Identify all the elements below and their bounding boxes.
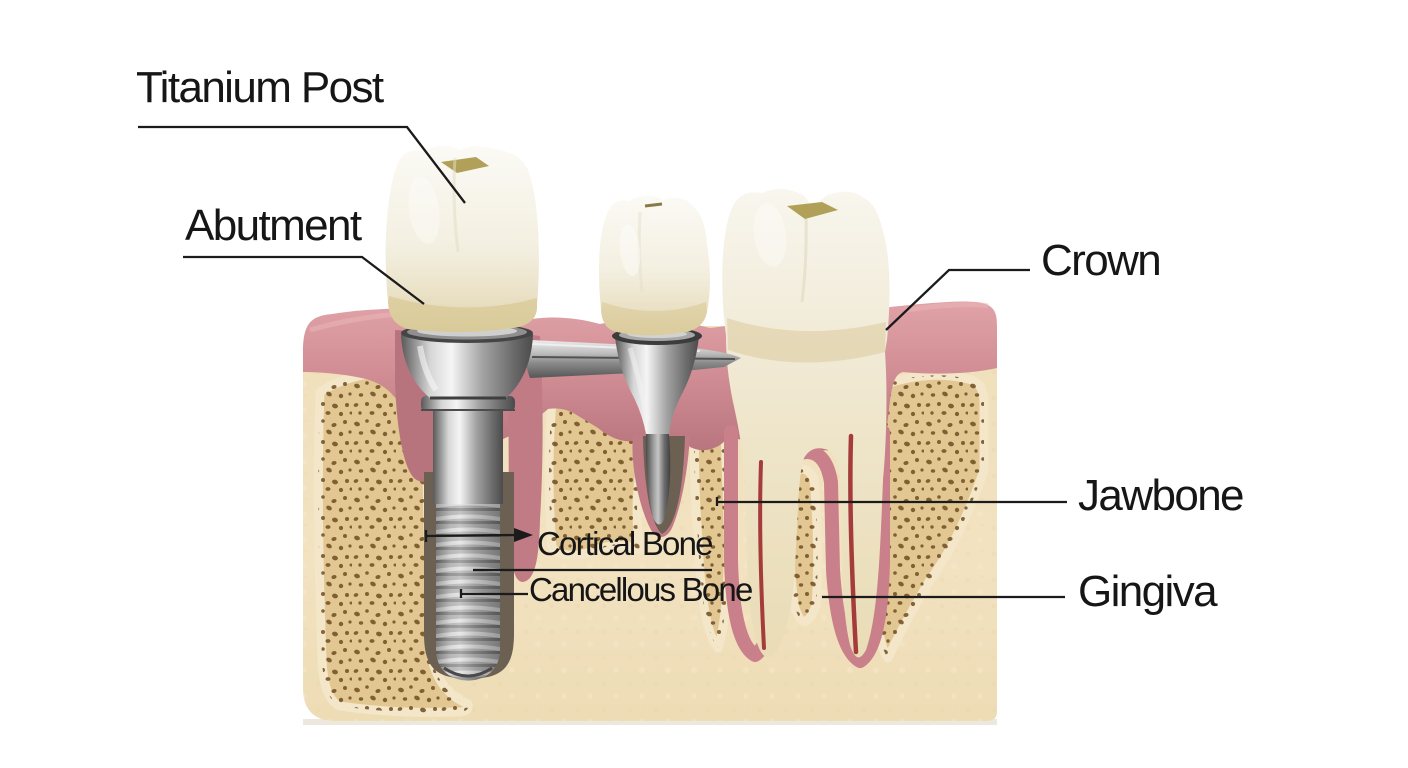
crown-leader-line [885, 268, 1030, 331]
implant-ring [421, 396, 515, 411]
crown-fissure [644, 202, 663, 208]
gold-inlay [787, 202, 838, 219]
crown-groove [637, 211, 644, 293]
implant-crown [385, 145, 539, 333]
label-cortical-bone: Cortical Bone [537, 525, 714, 562]
titanium-screw [436, 500, 500, 681]
middle-implant-taper [645, 434, 671, 525]
label-abutment: Abutment [185, 201, 362, 250]
gum-highlight-right [904, 302, 989, 313]
jawbone-leader-line [715, 497, 1067, 506]
natural-tooth-neck-shade [727, 318, 886, 363]
root-canal-left [758, 460, 766, 650]
abutment-collar [401, 334, 533, 398]
middle-crown [599, 195, 710, 336]
label-cancellous-bone: Cancellous Bone [529, 571, 753, 608]
titanium-post-leader-line [138, 125, 466, 204]
crown-groove [800, 215, 808, 303]
root-canal-right [848, 433, 859, 655]
enamel-highlight [753, 203, 787, 267]
collar-highlight [417, 345, 439, 392]
middle-crown-body [599, 195, 710, 336]
crown-groove [452, 157, 460, 253]
enamel-highlight [408, 176, 440, 244]
implant-crown-neck [388, 296, 538, 333]
cone-highlight [627, 347, 651, 421]
block-shadow [303, 719, 997, 725]
label-jawbone: Jawbone [1078, 471, 1245, 520]
label-crown: Crown [1041, 236, 1162, 285]
label-gingiva: Gingiva [1078, 567, 1218, 616]
label-titanium-post: Titanium Post [136, 63, 384, 112]
implant-crown-body [385, 145, 539, 333]
natural-tooth-body [722, 188, 890, 658]
leader-lines [138, 125, 1067, 599]
natural-tooth [722, 188, 890, 658]
abutment-leader-line [183, 255, 425, 305]
enamel-highlight [619, 224, 641, 276]
root-canals [758, 433, 859, 655]
cortical-bone-arrowhead [514, 528, 533, 542]
gum-pocket-right-wall [508, 332, 543, 582]
implant-post [433, 409, 503, 504]
cancellous-bone-leader-line [459, 589, 528, 598]
middle-crown-neck [601, 302, 707, 336]
cortical-bone-arrow-line [424, 530, 517, 542]
